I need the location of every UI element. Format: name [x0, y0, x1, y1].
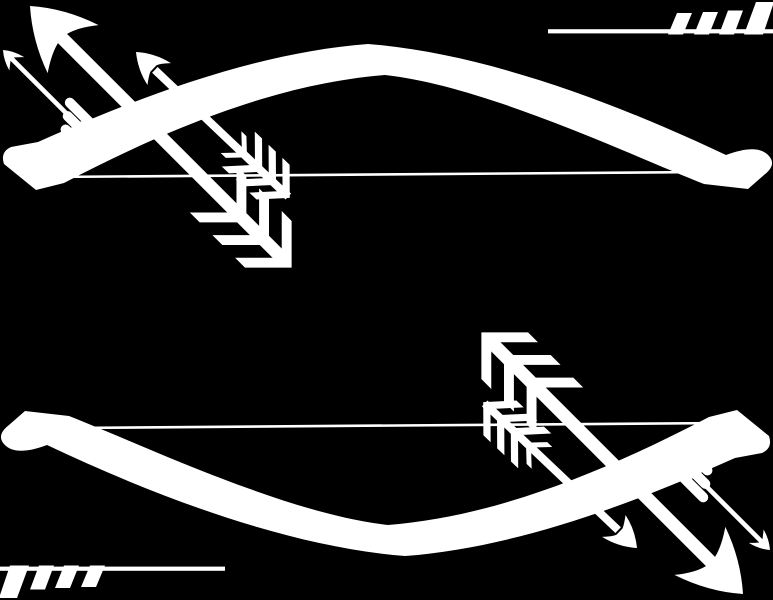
bow-limb [2, 44, 773, 190]
corner-feather [694, 12, 718, 35]
bottom-bow-assembly [0, 308, 773, 600]
bowstring [45, 170, 709, 179]
corner-shaft [548, 29, 773, 34]
corner-feather [719, 10, 743, 35]
corner-feather [668, 13, 692, 35]
top-bow-assembly [0, 0, 773, 292]
corner-feather [744, 2, 773, 35]
corner-fletched-shaft [548, 2, 773, 35]
